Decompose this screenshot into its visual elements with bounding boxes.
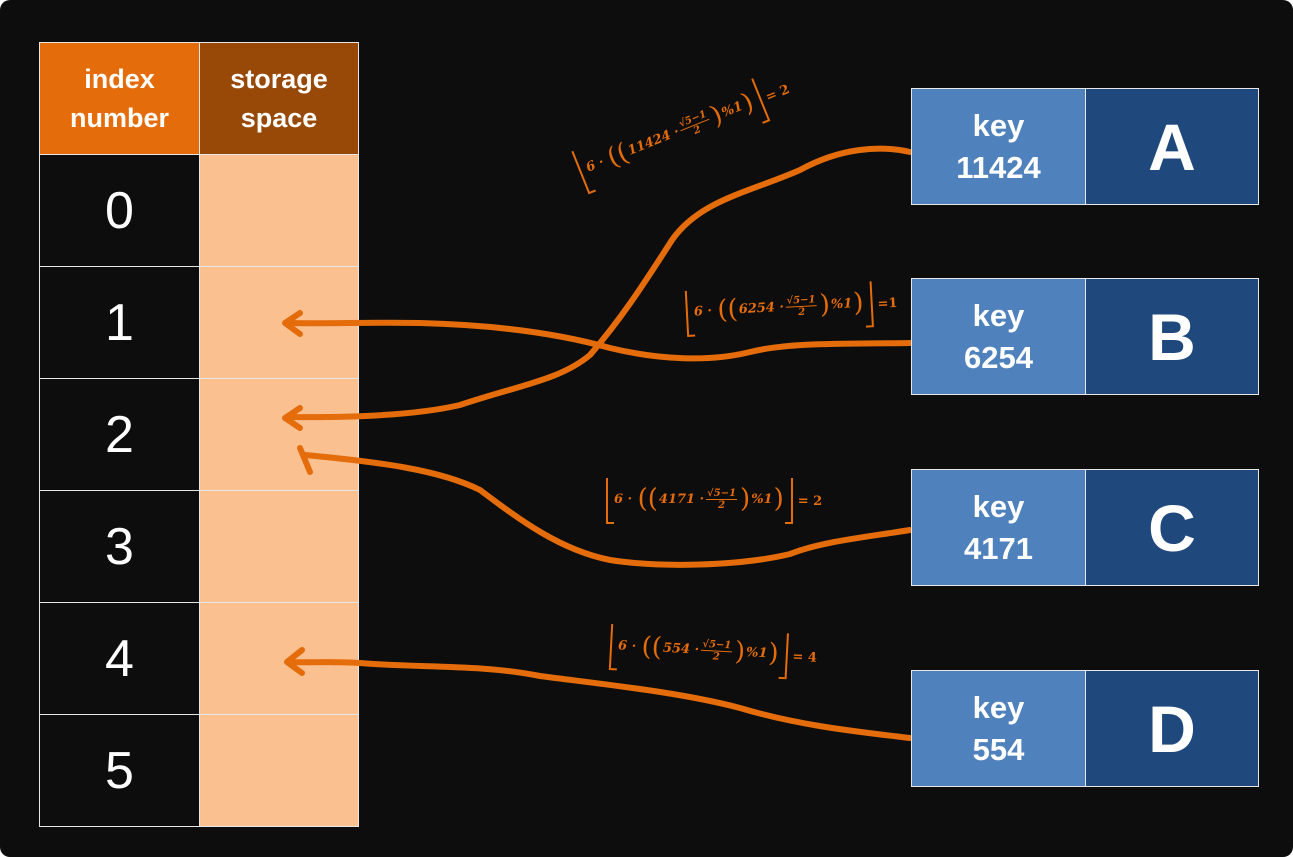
formula-b-result: =1 [877,295,898,312]
entry-b-key-value: 6254 [964,339,1033,375]
formula-d-key: 554 [662,640,691,657]
entry-c-key-label: key [972,488,1025,524]
entry-b: key 6254 B [911,278,1259,395]
entry-c-key-value: 4171 [964,530,1033,566]
storage-slot-4 [199,602,359,715]
arrowhead-c [297,445,313,475]
entry-d-key-value: 554 [972,731,1025,767]
formula-c-key: 4171 [658,491,696,507]
formula-a-denominator: 2 [691,123,703,137]
formula-a-multiplier: 6 [583,157,598,176]
entry-d-key-cell: key 554 [912,671,1086,786]
entry-a-key-value: 11424 [956,149,1041,185]
index-cell-5: 5 [39,714,200,827]
entry-c-key-cell: key 4171 [912,470,1086,585]
formula-b-numerator: √5−1 [785,293,817,308]
storage-slot-5 [199,714,359,827]
arrowhead-d [284,647,305,676]
index-cell-2: 2 [39,378,200,491]
entry-a: key 11424 A [911,88,1259,205]
index-cell-3: 3 [39,490,200,603]
hash-table: index number storage space 0 1 2 3 4 5 [39,42,359,827]
formula-b-mod: %1 [830,295,853,312]
arrowhead-a [282,405,303,431]
storage-space-header: storage space [199,42,359,155]
formula-d-multiplier: 6 [617,637,628,654]
entry-d-key-label: key [972,689,1025,725]
formula-a-key: 11424 [625,127,674,159]
formula-c-result: = 2 [797,493,823,509]
formula-b-multiplier: 6 [693,303,704,320]
formula-c-multiplier: 6 [614,491,624,507]
index-cell-1: 1 [39,266,200,379]
arrow-d-to-index-4 [287,659,913,741]
formula-d-numerator: √5−1 [701,638,733,652]
storage-slot-3 [199,490,359,603]
formula-c-mod: %1 [751,491,773,507]
storage-slot-2 [199,378,359,491]
formula-c-numerator: √5−1 [706,487,738,500]
formula-d-denominator: 2 [712,650,720,663]
index-number-header: index number [39,42,200,155]
entry-d-value: D [1086,671,1258,786]
entry-d: key 554 D [911,670,1259,787]
entry-a-key-cell: key 11424 [912,89,1086,204]
formula-c-denominator: 2 [718,499,726,511]
entry-a-value: A [1086,89,1258,204]
entry-b-value: B [1086,279,1258,394]
formula-d-result: = 4 [792,649,818,666]
entry-c-value: C [1086,470,1258,585]
formula-b-key: 6254 [738,299,776,317]
arrow-a-to-index-2 [287,145,913,421]
arrow-c-to-index-2 [302,452,913,568]
index-cell-4: 4 [39,602,200,715]
storage-slot-0 [199,154,359,267]
formula-a-result: = 2 [763,81,792,105]
arrowhead-b [282,310,303,337]
entry-a-key-label: key [972,107,1025,143]
formula-d-mod: %1 [745,644,768,661]
formula-b-denominator: 2 [797,306,806,318]
entry-b-key-label: key [972,297,1025,333]
arrow-b-to-index-1 [287,319,913,362]
entry-b-key-cell: key 6254 [912,279,1086,394]
entry-c: key 4171 C [911,469,1259,586]
